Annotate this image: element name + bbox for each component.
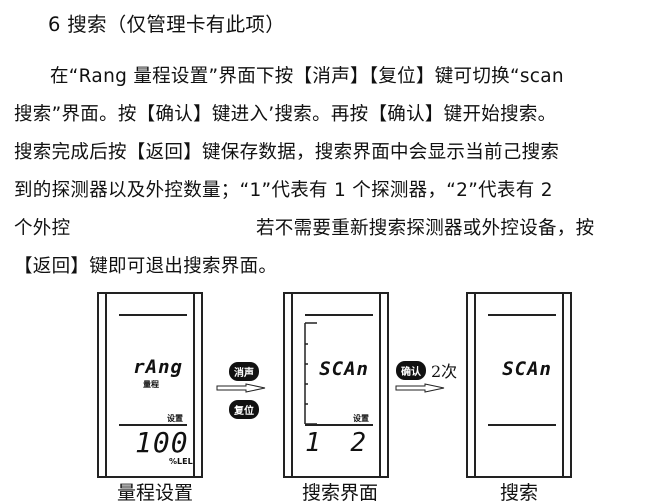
paragraph-line: 若不需要重新搜索探测器或外控设备，按 bbox=[256, 218, 595, 239]
press-times: 2次 bbox=[431, 362, 458, 381]
paragraph-line: 个外控 bbox=[14, 218, 71, 239]
confirm-key: 确认 bbox=[396, 361, 426, 380]
paragraph-line: 搜索”界面。按【确认】键进入’搜索。再按【确认】键开始搜索。 bbox=[14, 104, 557, 125]
paragraph-line: 【返回】键即可退出搜索界面。 bbox=[14, 256, 278, 277]
lcd-setting: 设置 bbox=[353, 414, 369, 423]
lcd-range-setting: rAng 量程 设置 100 %LEL bbox=[97, 292, 203, 478]
lcd-setting: 设置 bbox=[167, 414, 183, 423]
arrow-icon bbox=[216, 383, 266, 393]
detector-count: 1 bbox=[305, 428, 322, 458]
paragraph-line: 到的探测器以及外控数量；“1”代表有 1 个探测器，“2”代表有 2 bbox=[14, 180, 553, 201]
lcd-scan-interface: SCAn 设置 1 2 bbox=[283, 292, 389, 478]
paragraph-line: 搜索完成后按【返回】键保存数据，搜索界面中会显示当前己搜索 bbox=[14, 142, 560, 163]
scan-scale-icon bbox=[304, 322, 317, 425]
arrow-icon bbox=[395, 383, 445, 393]
lcd-text: rAng bbox=[133, 356, 183, 378]
lcd-searching: SCAn bbox=[466, 292, 572, 478]
lcd-unit: %LEL bbox=[169, 457, 193, 466]
paragraph-line: 在“Rang 量程设置”界面下按【消声】【复位】键可切换“scan bbox=[50, 66, 564, 87]
caption-search: 搜索 bbox=[500, 482, 539, 503]
caption-scan-interface: 搜索界面 bbox=[302, 482, 379, 503]
lcd-text: SCAn bbox=[319, 358, 369, 380]
lcd-value: 100 bbox=[135, 426, 189, 459]
caption-range: 量程设置 bbox=[117, 482, 194, 503]
external-count: 2 bbox=[350, 428, 367, 458]
mute-key: 消声 bbox=[229, 362, 259, 381]
section-heading: 6 搜索（仅管理卡有此项） bbox=[48, 13, 286, 36]
lcd-text: SCAn bbox=[502, 358, 552, 380]
reset-key: 复位 bbox=[229, 400, 259, 419]
lcd-sub: 量程 bbox=[143, 380, 159, 389]
